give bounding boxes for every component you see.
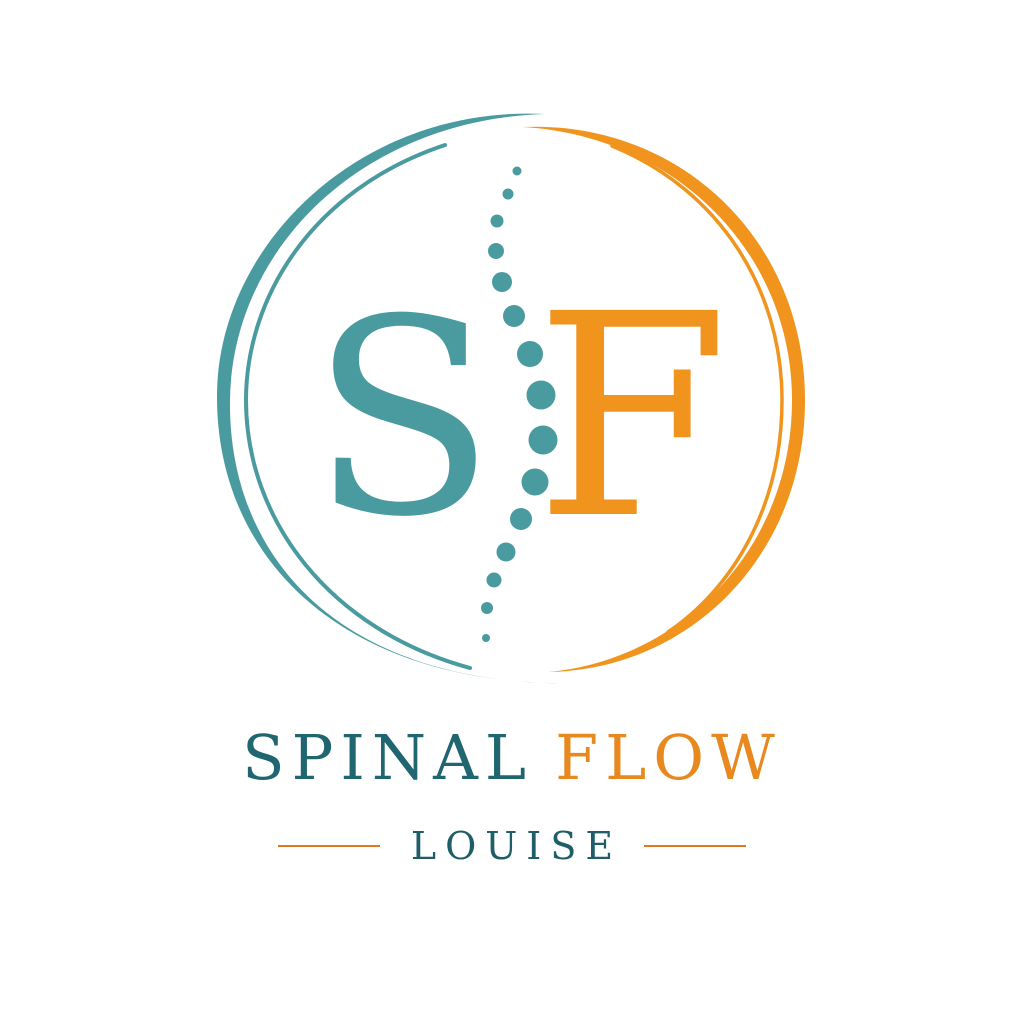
vertebra-dot <box>490 214 504 228</box>
brand-wordmark: SPINAL FLOW <box>0 718 1024 798</box>
vertebra-dot <box>481 602 493 614</box>
vertebra-dot <box>492 272 512 292</box>
right-divider-rule <box>644 845 747 847</box>
wordmark-flow: FLOW <box>555 721 782 794</box>
monogram-letter-s: S <box>311 261 496 576</box>
vertebra-dot <box>488 243 504 259</box>
monogram-letter-f: F <box>535 255 729 581</box>
vertebra-dot <box>503 305 525 327</box>
wordmark-spinal: SPINAL <box>242 721 534 794</box>
vertebra-dot <box>517 341 543 367</box>
vertebra-dot <box>521 468 549 496</box>
orange-arc-inner-icon <box>610 144 784 634</box>
spine-monogram-icon <box>481 166 558 642</box>
subtitle-louise: LOUISE <box>410 824 623 868</box>
vertebra-dot <box>510 508 532 530</box>
vertebra-dot <box>528 425 558 455</box>
vertebra-dot <box>512 166 522 176</box>
teal-arc-inner-icon <box>243 143 472 670</box>
left-divider-rule <box>277 845 380 847</box>
vertebra-dot <box>486 572 502 588</box>
subtitle-row: LOUISE <box>0 818 1024 874</box>
vertebra-dot <box>482 634 490 642</box>
vertebra-dot <box>496 542 516 562</box>
vertebra-dot <box>502 188 514 200</box>
vertebra-dot <box>526 380 556 410</box>
